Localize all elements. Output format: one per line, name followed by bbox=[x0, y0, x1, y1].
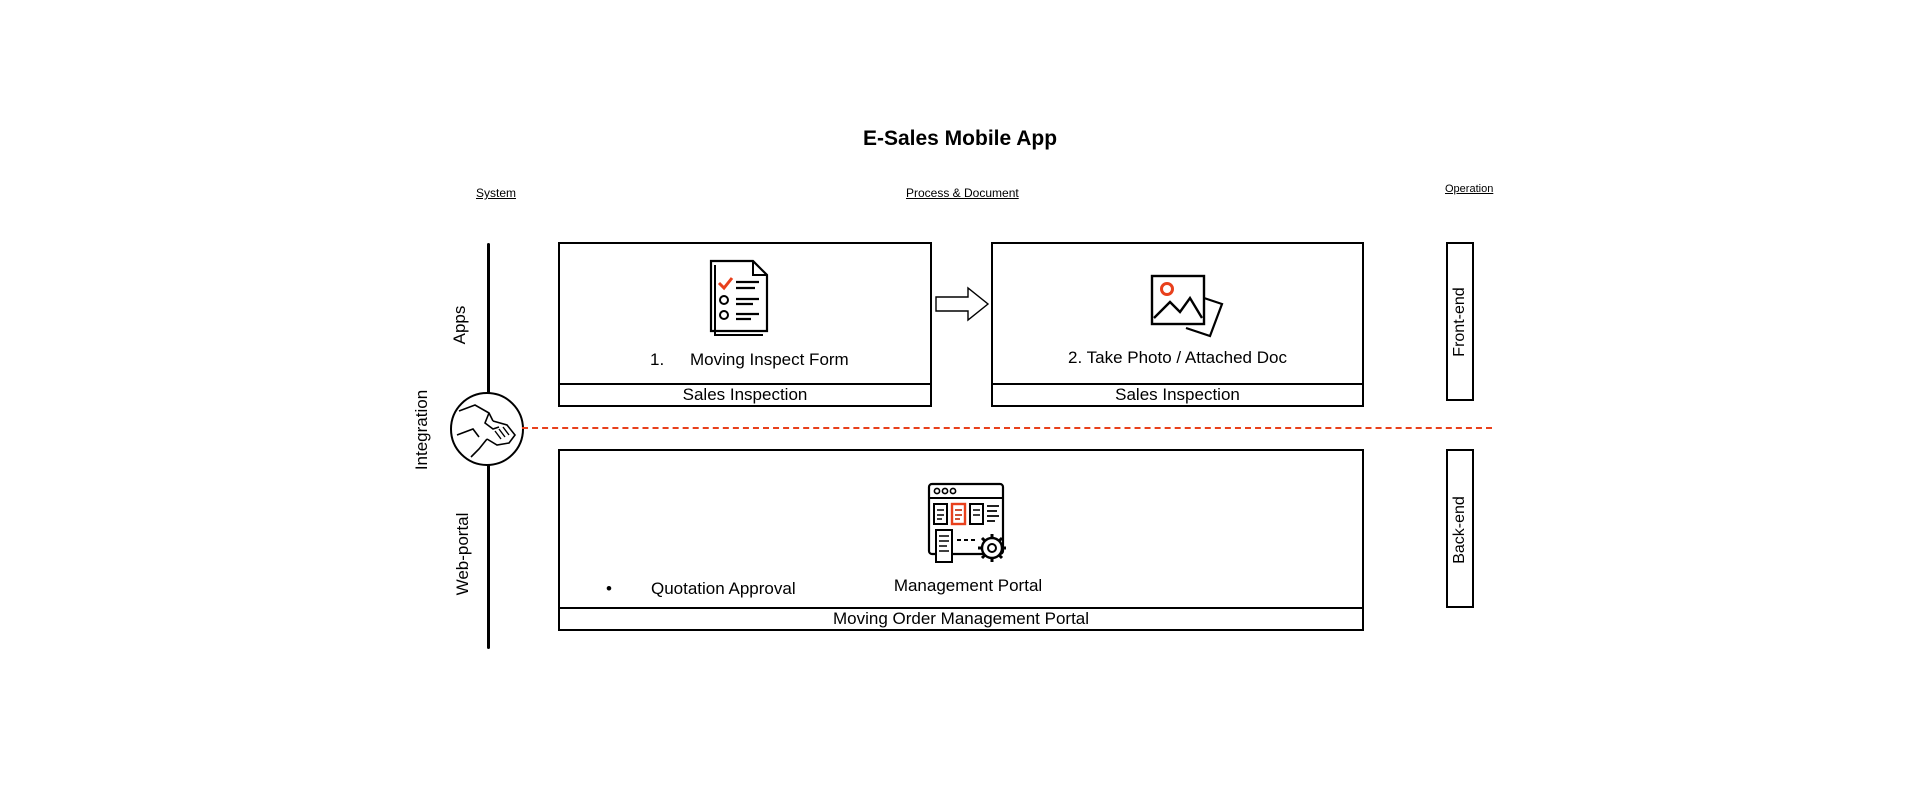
box2-footer: Sales Inspection bbox=[991, 383, 1364, 407]
label-integration: Integration bbox=[412, 389, 431, 471]
checklist-icon bbox=[709, 259, 771, 339]
operation-back-end-box bbox=[1446, 449, 1474, 608]
bullet-quotation-approval: Quotation Approval bbox=[651, 579, 796, 598]
label-back-end: Back-end bbox=[1451, 496, 1468, 564]
back-box-footer: Moving Order Management Portal bbox=[558, 607, 1364, 631]
box1-label: Moving Inspect Form bbox=[690, 350, 849, 369]
arrow-right-icon bbox=[934, 286, 990, 322]
photo-icon bbox=[1150, 274, 1224, 338]
diagram-title: E-Sales Mobile App bbox=[862, 127, 1058, 150]
management-portal-label: Management Portal bbox=[893, 576, 1043, 595]
header-system: System bbox=[476, 186, 517, 200]
label-apps: Apps bbox=[450, 305, 469, 345]
label-front-end: Front-end bbox=[1451, 287, 1468, 357]
box2-label: 2. Take Photo / Attached Doc bbox=[1068, 348, 1287, 367]
bullet-dot: • bbox=[606, 579, 612, 598]
operation-front-end-box bbox=[1446, 242, 1474, 401]
label-web-portal: Web-portal bbox=[453, 512, 472, 596]
box1-footer: Sales Inspection bbox=[558, 383, 932, 407]
box1-number: 1. bbox=[650, 350, 665, 369]
handshake-icon bbox=[449, 391, 525, 467]
header-process: Process & Document bbox=[906, 186, 1019, 200]
header-operation: Operation bbox=[1445, 183, 1494, 195]
front-back-divider bbox=[522, 427, 1492, 429]
management-portal-icon bbox=[927, 482, 1013, 568]
